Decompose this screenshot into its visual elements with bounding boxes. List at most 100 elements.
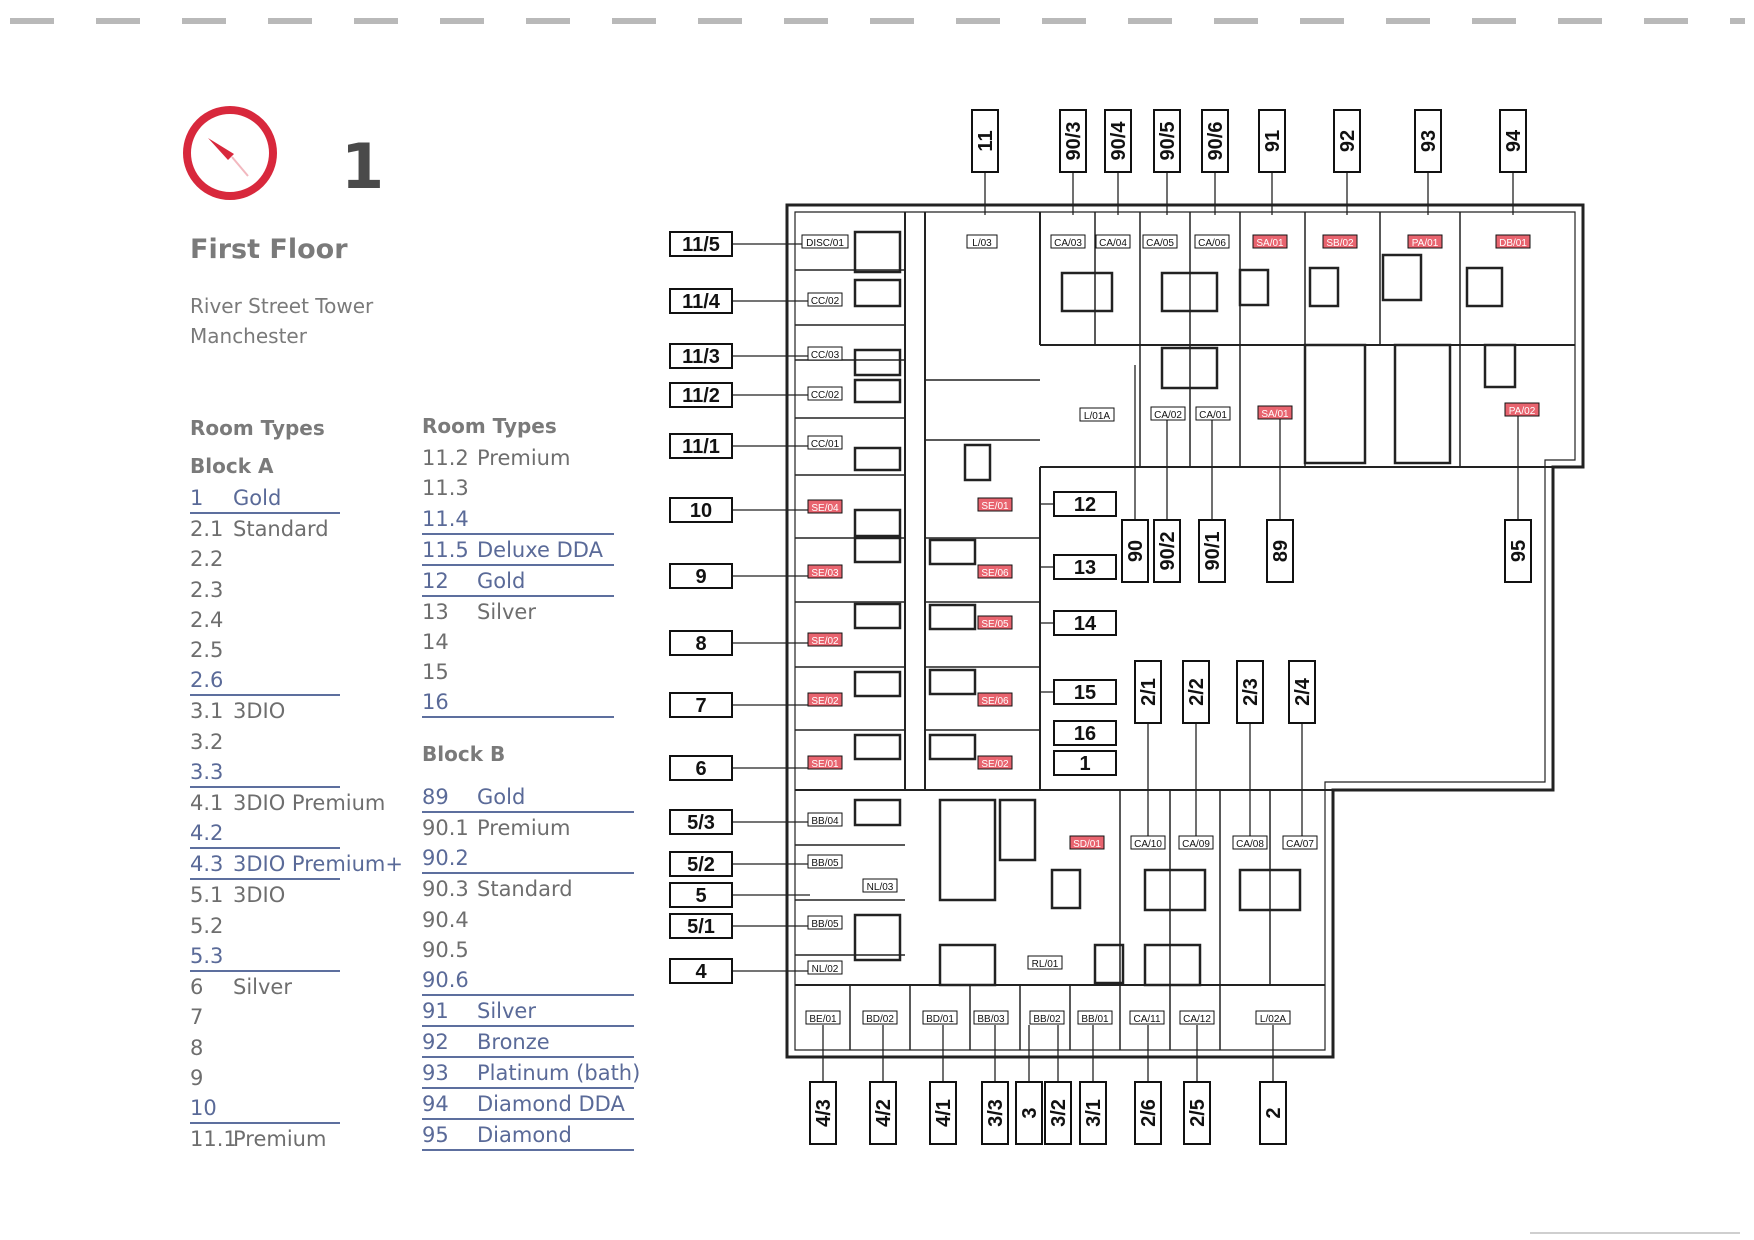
address-line-2: Manchester [190, 324, 307, 348]
room-label: 2/2 [1182, 660, 1210, 724]
svg-text:L/01A: L/01A [1084, 411, 1110, 422]
legend-item-type: Standard [477, 877, 573, 902]
leader-lines [732, 172, 1519, 1082]
svg-text:2: 2 [1263, 1107, 1285, 1118]
svg-text:BB/02: BB/02 [1033, 1014, 1061, 1025]
room-label: 2/4 [1288, 660, 1316, 724]
svg-text:2/6: 2/6 [1138, 1099, 1160, 1127]
room-label: 11/4 [669, 288, 733, 314]
room-code: BB/05 [807, 915, 843, 930]
legend-item: 2.6 [190, 665, 340, 697]
legend-item: 5.3 [190, 941, 340, 972]
room-code: PA/02 [1504, 402, 1540, 417]
legend-item-number: 11.3 [422, 476, 469, 501]
room-label: 15 [1053, 679, 1117, 705]
room-code: SA/01 [1252, 234, 1288, 249]
room-partitions [795, 212, 1461, 1050]
room-label: 11/3 [669, 343, 733, 369]
svg-text:12: 12 [1074, 494, 1096, 516]
room-label: 11 [971, 109, 999, 173]
svg-text:CA/08: CA/08 [1236, 839, 1264, 850]
svg-text:SE/05: SE/05 [981, 619, 1009, 630]
room-code: BB/01 [1077, 1010, 1113, 1025]
room-label: 90/1 [1198, 519, 1226, 583]
svg-text:CA/09: CA/09 [1182, 839, 1210, 850]
legend-item: 90.4 [422, 905, 634, 935]
svg-text:SD/01: SD/01 [1073, 839, 1101, 850]
legend-item-number: 90.2 [422, 846, 469, 871]
svg-text:3/1: 3/1 [1083, 1099, 1105, 1127]
room-code: BB/03 [973, 1010, 1009, 1025]
svg-text:6: 6 [695, 758, 706, 780]
room-label: 2/1 [1134, 660, 1162, 724]
room-code: SE/02 [807, 632, 843, 647]
room-code: SE/05 [977, 615, 1013, 630]
address-line-1: River Street Tower [190, 294, 374, 318]
legend-item: 90.5 [422, 935, 634, 965]
room-code: CA/06 [1194, 234, 1230, 249]
room-code: BD/01 [922, 1010, 958, 1025]
svg-text:BE/01: BE/01 [809, 1014, 837, 1025]
svg-text:4/2: 4/2 [873, 1099, 895, 1127]
room-label: 4 [669, 958, 733, 984]
legend-item-number: 6 [190, 974, 204, 999]
room-code: DISC/01 [801, 234, 849, 249]
svg-text:15: 15 [1074, 682, 1096, 704]
svg-text:2/5: 2/5 [1187, 1099, 1209, 1127]
legend-a-title: Room Types [190, 416, 325, 440]
svg-text:SE/01: SE/01 [981, 501, 1009, 512]
room-code: CA/11 [1129, 1010, 1165, 1025]
legend-a-block: Block A [190, 454, 274, 478]
room-label: 12 [1053, 491, 1117, 517]
room-code: SE/01 [807, 755, 843, 770]
legend-item-number: 93 [422, 1061, 449, 1086]
room-label: 9 [669, 563, 733, 589]
legend-item-number: 8 [190, 1035, 204, 1060]
svg-text:SE/06: SE/06 [981, 568, 1009, 579]
room-code: SD/01 [1069, 835, 1105, 850]
legend-item-type: Diamond DDA [477, 1092, 625, 1117]
room-code: SB/02 [1322, 234, 1358, 249]
svg-text:CC/02: CC/02 [811, 390, 840, 401]
room-code: BB/02 [1029, 1010, 1065, 1025]
legend-item-number: 2.3 [190, 577, 224, 602]
room-label: 90 [1121, 519, 1149, 583]
svg-text:90/4: 90/4 [1108, 121, 1130, 161]
svg-text:CA/05: CA/05 [1146, 238, 1174, 249]
legend-item-number: 7 [190, 1005, 204, 1030]
svg-text:1: 1 [1079, 753, 1090, 775]
svg-text:95: 95 [1508, 540, 1530, 562]
legend-item: 15 [422, 657, 614, 687]
svg-text:11/1: 11/1 [682, 436, 720, 458]
legend-item: 5.2 [190, 911, 340, 941]
room-label: 4/3 [809, 1081, 837, 1145]
legend-item-number: 2.2 [190, 547, 224, 572]
legend-item-number: 4.3 [190, 852, 224, 877]
room-label: 91 [1258, 109, 1286, 173]
legend-item-type: Gold [477, 785, 526, 809]
legend-item-number: 2.1 [190, 517, 224, 541]
svg-text:BB/03: BB/03 [977, 1014, 1005, 1025]
legend-item-number: 13 [422, 599, 449, 624]
room-code: CA/04 [1095, 234, 1131, 249]
legend-item: 13 Silver [422, 597, 614, 627]
legend-item: 2.2 [190, 544, 340, 574]
legend-item-number: 1 [190, 486, 204, 510]
room-label: 7 [669, 692, 733, 718]
room-label: 89 [1266, 519, 1294, 583]
legend-item-type: Silver [477, 599, 536, 624]
room-code: SE/03 [807, 564, 843, 579]
room-label: 3/2 [1044, 1081, 1072, 1145]
room-code: SE/06 [977, 564, 1013, 579]
svg-text:14: 14 [1074, 613, 1097, 635]
svg-text:5/3: 5/3 [687, 812, 715, 834]
room-code: CA/05 [1142, 234, 1178, 249]
